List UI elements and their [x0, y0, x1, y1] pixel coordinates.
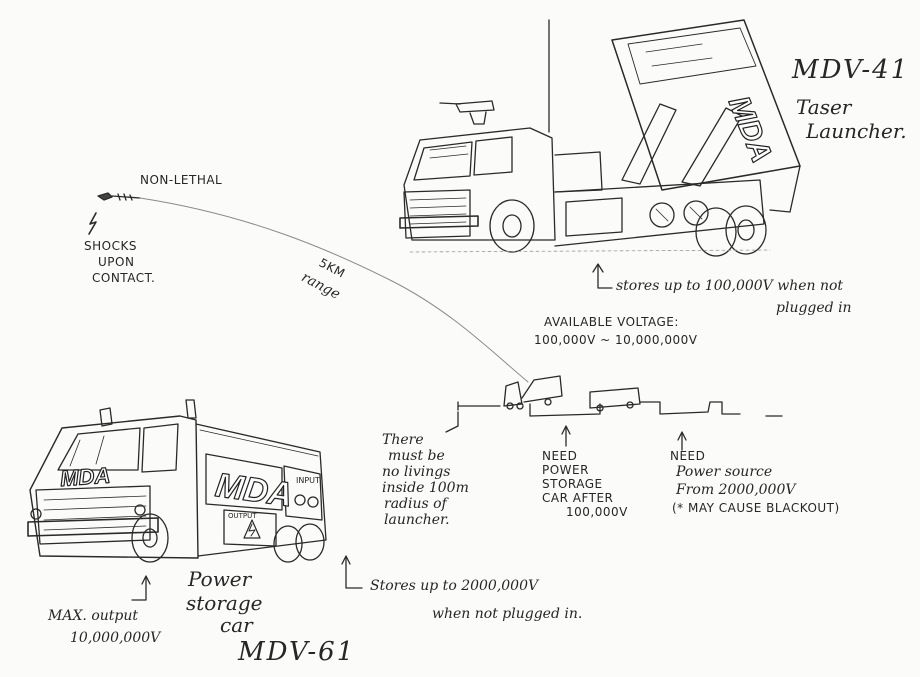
power-storage-car-line-2: storage [186, 591, 263, 615]
taser-dart-icon [97, 192, 141, 201]
no-livings-line-2: must be [388, 448, 445, 464]
need-source-line-4: (* MAY CAUSE BLACKOUT) [672, 501, 840, 515]
mdv41-launcher-truck [399, 19, 801, 257]
need-storage-line-5: 100,000V [566, 505, 628, 519]
svg-text:MDA: MDA [722, 91, 778, 167]
lightning-icon [88, 212, 97, 235]
deployment-diagram [457, 375, 783, 417]
non-lethal-label: NON-LETHAL [140, 173, 223, 187]
no-livings-line-4: inside 100m [382, 480, 469, 496]
mdv61-title: MDV-61 [238, 637, 356, 667]
voltage-range: 100,000V ~ 10,000,000V [534, 333, 698, 347]
need-source-line-3: From 2000,000V [676, 482, 796, 498]
need-storage-line-4: CAR AFTER [542, 491, 614, 505]
no-livings-line-5: radius of [384, 496, 447, 512]
truck-input-label: INPUT [296, 476, 320, 485]
no-livings-line-3: no livings [382, 464, 451, 480]
mdv61-pointer-arrow [345, 557, 363, 589]
need-storage-line-1: NEED [542, 449, 578, 463]
no-livings-line-1: There [382, 432, 424, 448]
max-output-line-2: 10,000,000V [70, 630, 161, 646]
max-output-line-1: MAX. output [48, 608, 138, 624]
trajectory-arc [139, 197, 529, 383]
mdv41-subtitle-1: Taser [796, 95, 852, 119]
svg-text:MDA: MDA [59, 463, 111, 491]
mdv41-subtitle-2: Launcher. [806, 119, 907, 143]
truck-output-label: OUTPUT [228, 512, 257, 520]
power-storage-car-line-1: Power [188, 567, 252, 591]
mdv61-storage-note-2: when not plugged in. [432, 606, 583, 622]
max-output-arrow [131, 577, 147, 601]
need-source-line-1: NEED [670, 449, 706, 463]
svg-text:MDA: MDA [213, 466, 295, 514]
upon-label: UPON [98, 255, 135, 269]
shocks-label: SHOCKS [84, 239, 137, 253]
contact-label: CONTACT. [92, 271, 156, 285]
need-storage-line-2: POWER [542, 463, 589, 477]
mdv41-title: MDV-41 [792, 55, 910, 85]
need-storage-line-3: STORAGE [542, 477, 603, 491]
power-storage-car-line-3: car [220, 613, 253, 637]
mdv61-storage-note-1: Stores up to 2000,000V [370, 578, 539, 594]
mdv61-power-storage-car [27, 399, 327, 563]
mdv41-storage-note-1: stores up to 100,000V when not [616, 278, 844, 294]
need-source-line-2: Power source [676, 464, 773, 480]
mdv41-pointer-arrow [597, 265, 613, 289]
no-livings-line-6: launcher. [384, 512, 450, 528]
voltage-title: AVAILABLE VOLTAGE: [544, 315, 679, 329]
no-livings-arrow [445, 411, 459, 433]
mdv41-storage-note-2: plugged in [776, 300, 852, 316]
